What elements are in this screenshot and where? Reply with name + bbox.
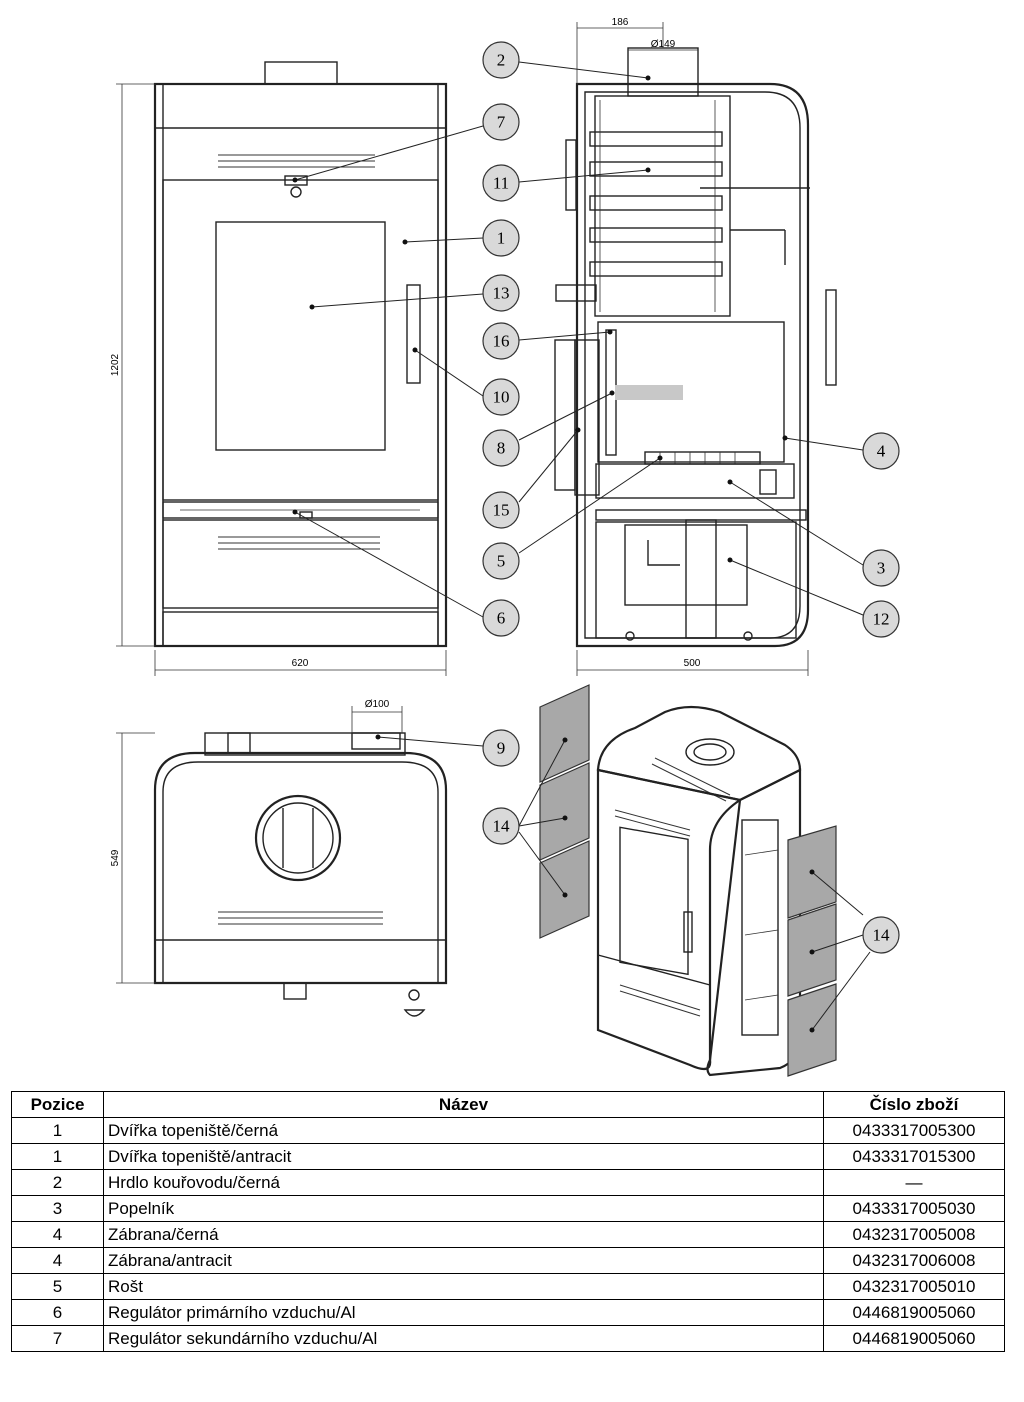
height-dimension: 1202 — [110, 353, 121, 376]
side-section-view: 186 Ø149 500 — [554, 17, 837, 676]
svg-text:8: 8 — [497, 439, 506, 458]
svg-text:13: 13 — [493, 284, 510, 303]
leaders — [292, 61, 871, 1033]
callout-4: 4 — [862, 432, 900, 470]
callout-16: 16 — [482, 322, 520, 360]
svg-text:5: 5 — [497, 552, 506, 571]
row-position: 4 — [11, 1247, 104, 1274]
row-part-number: 0433317015300 — [823, 1143, 1005, 1170]
row-name: Regulátor sekundárního vzduchu/Al — [103, 1325, 824, 1352]
table-row: 3 Popelník 0433317005030 — [11, 1195, 1005, 1222]
row-name: Dvířka topeniště/antracit — [103, 1143, 824, 1170]
svg-text:1: 1 — [497, 229, 506, 248]
header-part-number: Číslo zboží — [823, 1091, 1005, 1118]
svg-text:12: 12 — [873, 610, 890, 629]
row-name: Rošt — [103, 1273, 824, 1300]
row-part-number: 0432317006008 — [823, 1247, 1005, 1274]
front-width-dimension: 620 — [292, 658, 309, 669]
top-depth-dimension: 549 — [110, 849, 121, 866]
callout-10: 10 — [482, 378, 520, 416]
row-position: 4 — [11, 1221, 104, 1248]
row-part-number: 0432317005010 — [823, 1273, 1005, 1300]
table-row: 1 Dvířka topeniště/černá 0433317005300 — [11, 1117, 1005, 1144]
table-row: 7 Regulátor sekundárního vzduchu/Al 0446… — [11, 1325, 1005, 1352]
row-position: 1 — [11, 1117, 104, 1144]
row-position: 3 — [11, 1195, 104, 1222]
row-position: 2 — [11, 1169, 104, 1196]
svg-text:3: 3 — [877, 559, 886, 578]
svg-text:16: 16 — [493, 332, 510, 351]
svg-text:9: 9 — [497, 739, 506, 758]
parts-table: Pozice Název Číslo zboží 1 Dvířka topeni… — [11, 1091, 1005, 1352]
table-row: 4 Zábrana/černá 0432317005008 — [11, 1221, 1005, 1248]
row-name: Zábrana/antracit — [103, 1247, 824, 1274]
stove-technical-drawing: 1202 620 — [110, 17, 900, 1077]
top-view: 549 Ø100 — [110, 699, 448, 1017]
callout-11: 11 — [482, 164, 520, 202]
callout-15: 15 — [482, 491, 520, 529]
row-part-number: 0432317005008 — [823, 1221, 1005, 1248]
svg-text:15: 15 — [493, 501, 510, 520]
table-row: 2 Hrdlo kouřovodu/černá — — [11, 1169, 1005, 1196]
table-header-row: Pozice Název Číslo zboží — [11, 1091, 1005, 1118]
row-name: Hrdlo kouřovodu/černá — [103, 1169, 824, 1196]
callout-14-left: 14 — [482, 807, 520, 845]
svg-text:7: 7 — [497, 113, 506, 132]
row-position: 1 — [11, 1143, 104, 1170]
table-row: 5 Rošt 0432317005010 — [11, 1273, 1005, 1300]
callout-13: 13 — [482, 274, 520, 312]
row-part-number: 0433317005300 — [823, 1117, 1005, 1144]
row-name: Zábrana/černá — [103, 1221, 824, 1248]
header-name: Název — [103, 1091, 824, 1118]
callout-1: 1 — [482, 219, 520, 257]
row-part-number: 0433317005030 — [823, 1195, 1005, 1222]
callout-9: 9 — [482, 729, 520, 767]
row-name: Dvířka topeniště/černá — [103, 1117, 824, 1144]
table-row: 6 Regulátor primárního vzduchu/Al 044681… — [11, 1299, 1005, 1326]
isometric-view — [596, 705, 802, 1077]
svg-text:4: 4 — [877, 442, 886, 461]
callout-14-right: 14 — [862, 916, 900, 954]
svg-text:14: 14 — [493, 817, 511, 836]
row-position: 5 — [11, 1273, 104, 1300]
callout-2: 2 — [482, 41, 520, 79]
callout-7: 7 — [482, 103, 520, 141]
row-name: Regulátor primárního vzduchu/Al — [103, 1299, 824, 1326]
row-name: Popelník — [103, 1195, 824, 1222]
table-row: 1 Dvířka topeniště/antracit 043331701530… — [11, 1143, 1005, 1170]
svg-text:2: 2 — [497, 51, 506, 70]
svg-text:14: 14 — [873, 926, 891, 945]
callout-12: 12 — [862, 600, 900, 638]
table-row: 4 Zábrana/antracit 0432317006008 — [11, 1247, 1005, 1274]
callout-8: 8 — [482, 429, 520, 467]
row-position: 6 — [11, 1299, 104, 1326]
svg-text:6: 6 — [497, 609, 506, 628]
callout-5: 5 — [482, 542, 520, 580]
row-part-number: 0446819005060 — [823, 1325, 1005, 1352]
callout-3: 3 — [862, 549, 900, 587]
flue-offset-dimension: 186 — [612, 17, 629, 28]
front-view: 1202 620 — [110, 61, 448, 676]
air-inlet-dimension: Ø100 — [365, 699, 390, 710]
row-part-number: — — [823, 1169, 1005, 1196]
callout-6: 6 — [482, 599, 520, 637]
header-position: Pozice — [11, 1091, 104, 1118]
flue-diameter-dimension: Ø149 — [651, 39, 676, 50]
svg-text:11: 11 — [493, 174, 509, 193]
row-part-number: 0446819005060 — [823, 1299, 1005, 1326]
side-depth-dimension: 500 — [684, 658, 701, 669]
svg-text:10: 10 — [493, 388, 510, 407]
row-position: 7 — [11, 1325, 104, 1352]
